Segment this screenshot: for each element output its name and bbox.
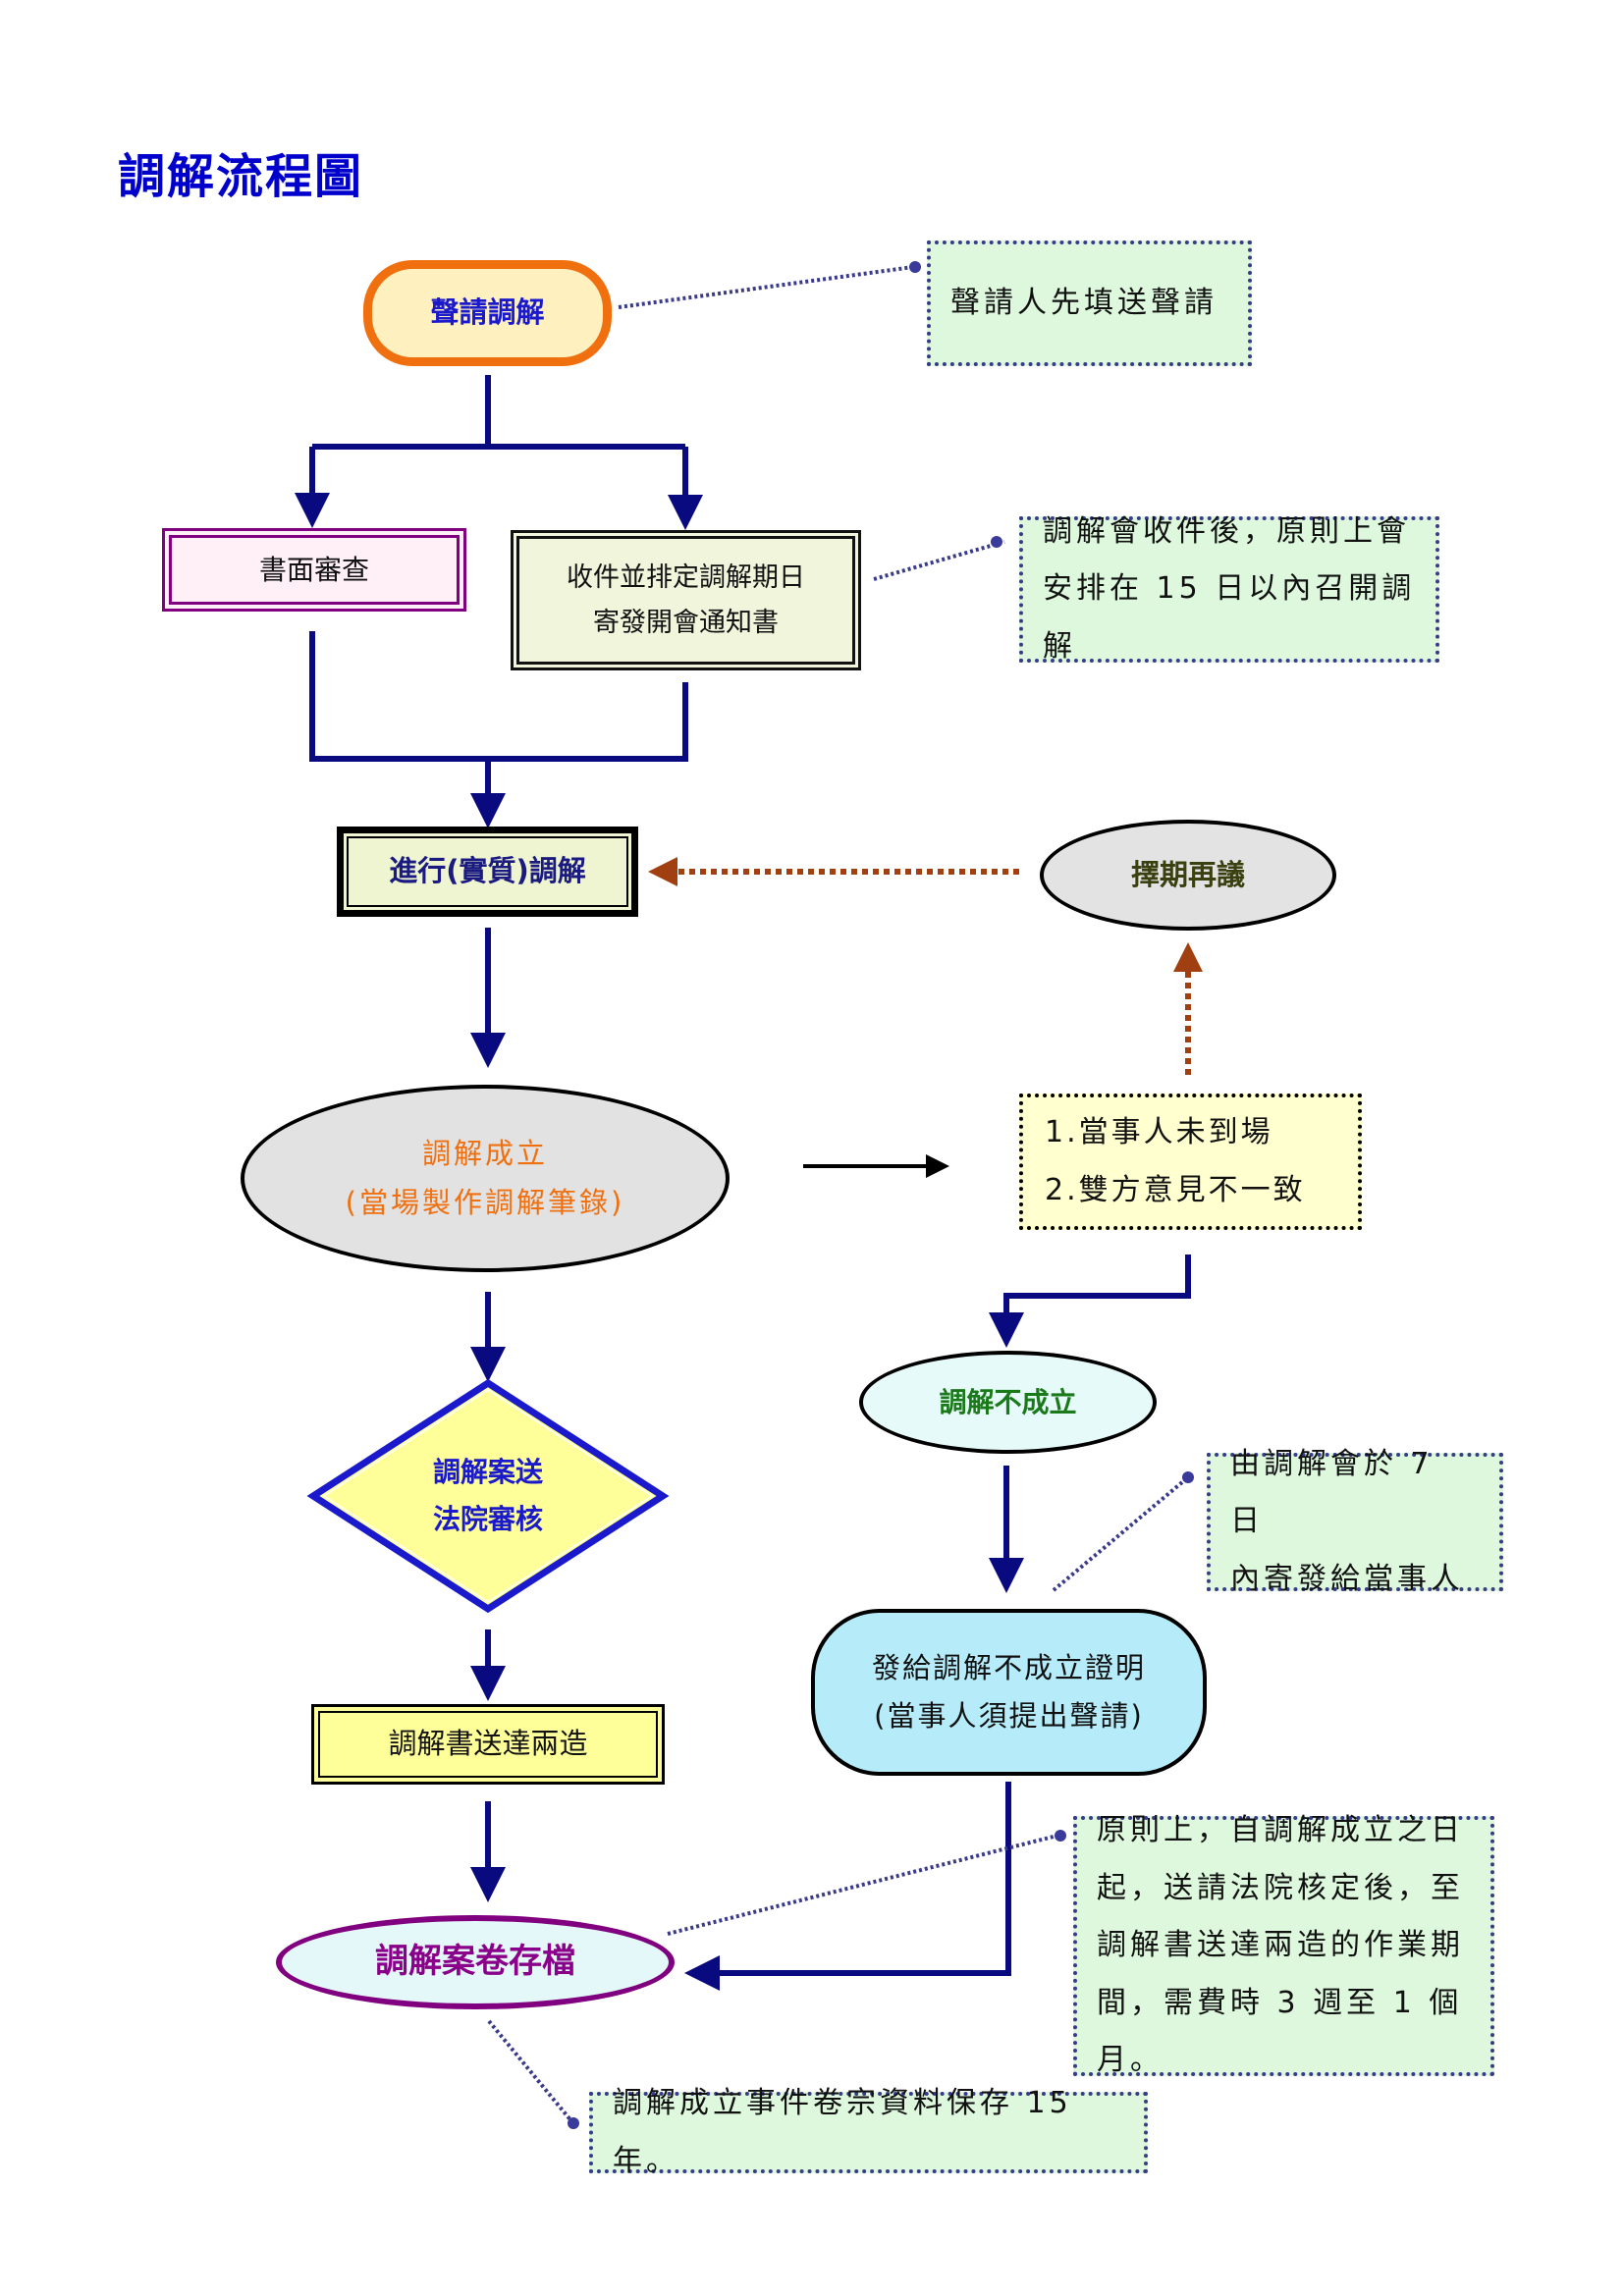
connector-cert-to-archive bbox=[684, 1782, 1011, 1991]
note-line: 安排在 15 日以內召開調解 bbox=[1043, 571, 1416, 664]
reason-item: 1.當事人未到場 bbox=[1045, 1115, 1273, 1149]
note-line-5 bbox=[487, 2019, 574, 2124]
receive-label-line1: 收件並排定調解期日 bbox=[567, 561, 805, 593]
start-label: 聲請調解 bbox=[430, 295, 545, 330]
failure-certificate-node: 發給調解不成立證明 (當事人須提出聲請) bbox=[811, 1609, 1207, 1776]
written-review-label: 書面審查 bbox=[258, 553, 369, 586]
archive-ellipse: 調解案卷存檔 bbox=[276, 1915, 675, 2009]
proceed-label: 進行(實質)調解 bbox=[389, 854, 586, 888]
receive-schedule-box: 收件並排定調解期日 寄發開會通知書 bbox=[511, 530, 861, 670]
note-line: 調解成立事件卷宗資料保存 15 年。 bbox=[613, 2086, 1072, 2178]
court-review-line1: 調解案送 bbox=[432, 1456, 543, 1489]
connector-merge bbox=[309, 631, 688, 762]
cert-label-line1: 發給調解不成立證明 bbox=[871, 1650, 1146, 1684]
note-dot-1 bbox=[909, 261, 921, 273]
note-line: 內寄發給當事人 bbox=[1230, 1561, 1464, 1596]
note-apply: 聲請人先填送聲請 bbox=[927, 240, 1252, 366]
note-line: 間，需費時 3 週至 1 個月。 bbox=[1097, 1985, 1463, 2078]
mediation-success-ellipse: 調解成立 (當場製作調解筆錄) bbox=[241, 1085, 730, 1272]
success-label-line2: (當場製作調解筆錄) bbox=[345, 1185, 625, 1219]
start-node-apply: 聲請調解 bbox=[363, 260, 612, 366]
reschedule-label: 擇期再議 bbox=[1130, 857, 1245, 891]
note-line: 調解書送達兩造的作業期 bbox=[1097, 1928, 1464, 1963]
written-review-box: 書面審查 bbox=[162, 528, 466, 612]
note-line: 由調解會於 7 日 bbox=[1230, 1446, 1434, 1539]
note-line: 調解會收件後，原則上會 bbox=[1043, 513, 1410, 549]
court-review-line2: 法院審核 bbox=[432, 1503, 543, 1535]
archive-label: 調解案卷存檔 bbox=[375, 1942, 575, 1982]
note-dot-2 bbox=[991, 536, 1002, 548]
connector-reasons-to-fail bbox=[989, 1255, 1191, 1348]
note-line-4 bbox=[667, 1834, 1058, 1936]
note-line: 聲請人先填送聲請 bbox=[950, 285, 1218, 320]
page-title: 調解流程圖 bbox=[118, 149, 364, 204]
note-dot-4 bbox=[1055, 1830, 1066, 1842]
failure-reasons-box: 1.當事人未到場 2.雙方意見不一致 bbox=[1019, 1094, 1362, 1230]
note-dot-3 bbox=[1182, 1471, 1194, 1483]
court-review-diamond bbox=[306, 1378, 670, 1614]
fail-label: 調解不成立 bbox=[939, 1385, 1077, 1418]
deliver-to-parties-box: 調解書送達兩造 bbox=[311, 1704, 665, 1785]
success-label-line1: 調解成立 bbox=[421, 1137, 548, 1171]
reschedule-ellipse: 擇期再議 bbox=[1040, 820, 1336, 931]
note-retention: 調解成立事件卷宗資料保存 15 年。 bbox=[589, 2086, 1148, 2178]
mediation-fail-ellipse: 調解不成立 bbox=[859, 1351, 1157, 1454]
note-dot-5 bbox=[568, 2117, 579, 2129]
note-line-2 bbox=[873, 540, 1005, 581]
deliver-label: 調解書送達兩造 bbox=[388, 1727, 588, 1761]
proceed-mediation-box: 進行(實質)調解 bbox=[337, 827, 638, 917]
court-review-label: 調解案送 法院審核 bbox=[313, 1383, 663, 1609]
note-timeframe: 原則上，自調解成立之日 起，送請法院核定後，至 調解書送達兩造的作業期 間，需費… bbox=[1073, 1813, 1494, 2077]
note-schedule: 調解會收件後，原則上會 安排在 15 日以內召開調解 bbox=[1019, 514, 1439, 664]
note-line-3 bbox=[1052, 1475, 1190, 1592]
note-line: 原則上，自調解成立之日 bbox=[1097, 1813, 1464, 1848]
note-line-1 bbox=[618, 265, 914, 309]
note-seven-days: 由調解會於 7 日 內寄發給當事人 bbox=[1207, 1447, 1503, 1596]
reason-item: 2.雙方意見不一致 bbox=[1045, 1172, 1306, 1207]
receive-label-line2: 寄發開會通知書 bbox=[593, 607, 779, 638]
cert-label-line2: (當事人須提出聲請) bbox=[874, 1699, 1144, 1733]
note-line: 起，送請法院核定後，至 bbox=[1097, 1870, 1464, 1905]
